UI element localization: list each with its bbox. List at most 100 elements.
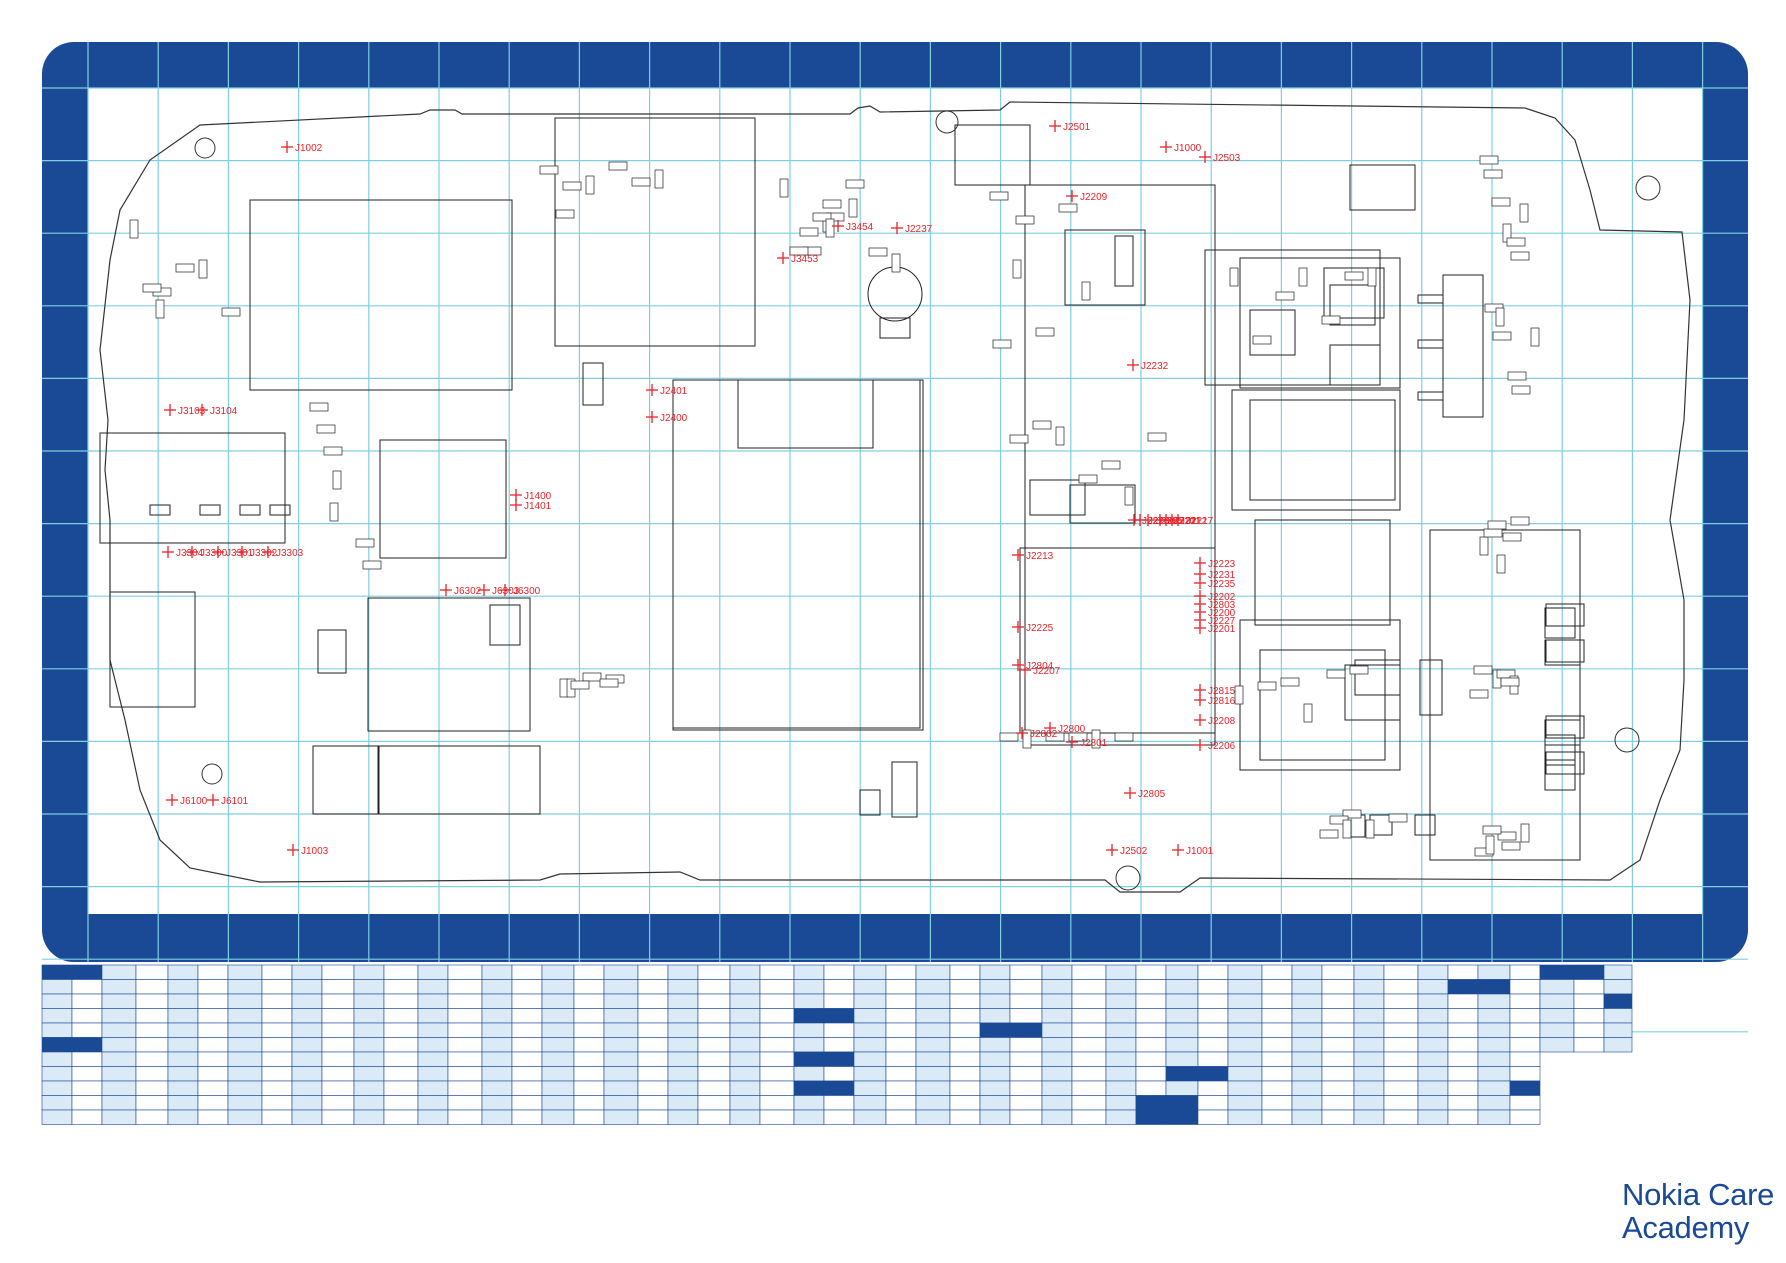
legend-cell	[541, 1095, 575, 1111]
part-l3411	[891, 253, 901, 273]
legend-cell	[697, 1109, 731, 1125]
testpoint-j3303: J3303	[262, 546, 304, 559]
legend-cell	[261, 1022, 293, 1038]
legend-cell	[1509, 1080, 1541, 1096]
legend-cell	[729, 1066, 761, 1082]
legend-cell	[481, 1066, 513, 1082]
testpoint-label: J2208	[1208, 716, 1236, 727]
legend-cell	[353, 1008, 385, 1024]
part-c7510	[825, 218, 835, 238]
part-r3401	[1510, 516, 1530, 526]
part-r6301	[989, 191, 1009, 201]
legend-cell	[1321, 993, 1355, 1009]
legend-cell	[1009, 1066, 1043, 1082]
part-c3306	[1479, 536, 1489, 556]
testpoint-j6100: J6100	[166, 794, 208, 807]
part-r7500	[1388, 813, 1408, 823]
legend-cell	[885, 1022, 917, 1038]
legend-cell	[1447, 979, 1479, 995]
part-c7512	[1147, 432, 1167, 442]
legend-cell	[383, 1008, 419, 1024]
legend-cell	[135, 1080, 169, 1096]
part-r2500	[585, 175, 595, 195]
testpoint-j2800: J2800	[1044, 722, 1086, 735]
legend-cell	[759, 1080, 795, 1096]
component-x3304	[269, 504, 291, 516]
legend-cell	[197, 1095, 229, 1111]
legend-cell	[573, 1066, 605, 1082]
testpoint-label: J2217	[1186, 516, 1214, 527]
testpoint-label: J3104	[210, 406, 238, 417]
mount-hole	[935, 110, 959, 134]
legend-cell	[417, 993, 449, 1009]
component-n2801	[1429, 529, 1581, 861]
testpoint-label: J6303	[492, 586, 520, 597]
mount-hole	[1635, 175, 1661, 201]
legend-cell	[541, 964, 575, 980]
legend-cell	[853, 1008, 887, 1024]
legend-cell	[603, 1037, 639, 1053]
legend-cell	[1041, 979, 1073, 995]
legend-cell	[1071, 1022, 1107, 1038]
legend-cell	[793, 1109, 825, 1125]
legend-cell	[823, 1109, 855, 1125]
legend-cell	[167, 1066, 199, 1082]
legend-cell	[383, 993, 419, 1009]
legend-cell	[1105, 1037, 1137, 1053]
legend-cell	[759, 1022, 795, 1038]
legend-cell	[417, 1051, 449, 1067]
legend-cell	[915, 979, 951, 995]
testpoint-label: J1003	[301, 846, 329, 857]
legend-cell	[383, 1080, 419, 1096]
part-c6305	[779, 178, 789, 198]
part-l7510	[1367, 267, 1377, 287]
legend-cell	[41, 993, 73, 1009]
component-outline	[954, 124, 1031, 186]
part-c6306	[799, 227, 819, 237]
legend-cell	[541, 1080, 575, 1096]
legend-cell	[637, 964, 669, 980]
legend-cell	[1477, 1109, 1511, 1125]
battery-pin	[1417, 391, 1444, 401]
component-n7501	[1329, 284, 1376, 326]
legend-cell	[1603, 1037, 1633, 1053]
part-c2204	[1298, 267, 1308, 287]
testpoint-j2213: J2213	[1012, 549, 1054, 562]
legend-cell	[573, 1008, 605, 1024]
legend-cell	[1135, 1037, 1167, 1053]
legend-cell	[1477, 1080, 1511, 1096]
legend-cell	[573, 964, 605, 980]
legend-cell	[321, 1066, 355, 1082]
legend-cell	[291, 993, 323, 1009]
legend-cell	[481, 979, 513, 995]
components-layer	[99, 117, 1585, 861]
legend-cell	[71, 1022, 103, 1038]
legend-cell	[1509, 993, 1541, 1009]
legend-cell	[101, 1109, 137, 1125]
part-l3417	[1124, 486, 1134, 506]
legend-cell	[823, 1080, 855, 1096]
part-l3418	[1344, 271, 1364, 281]
legend-cell	[353, 964, 385, 980]
part-l3410	[599, 678, 619, 688]
legend-cell	[1353, 1109, 1385, 1125]
legend-cell	[541, 979, 575, 995]
legend-cell	[759, 1066, 795, 1082]
mount-hole	[201, 763, 223, 785]
legend-cell	[1105, 1008, 1137, 1024]
legend-cell	[261, 1109, 293, 1125]
legend-cell	[729, 1008, 761, 1024]
legend-cell	[447, 964, 483, 980]
legend-cell	[1291, 1080, 1323, 1096]
legend-cell	[1539, 1022, 1575, 1038]
legend-cell	[1291, 1037, 1323, 1053]
part-l2301	[1032, 420, 1052, 430]
legend-cell	[1383, 1109, 1419, 1125]
legend-cell	[667, 1109, 699, 1125]
legend-cell	[1135, 1095, 1167, 1111]
testpoint-label: J2805	[1138, 789, 1166, 800]
testpoint-label: J3103	[178, 406, 206, 417]
legend-cell	[1197, 1022, 1229, 1038]
component-b2201	[1249, 399, 1396, 501]
